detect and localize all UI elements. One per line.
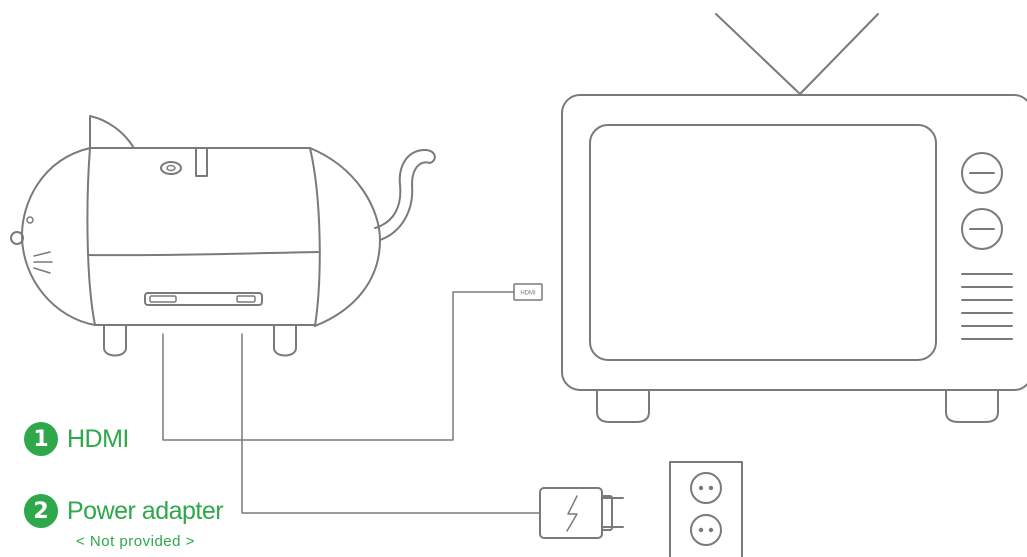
power-adapter-icon	[539, 487, 624, 539]
step-label: Power adapter	[67, 496, 224, 525]
cat-projector-icon	[10, 115, 436, 357]
wall-socket-icon	[669, 461, 743, 557]
step-number-badge: 2	[24, 494, 58, 528]
hdmi-cable	[162, 291, 515, 441]
svg-text:HDMI: HDMI	[520, 291, 536, 297]
not-provided-note: < Not provided >	[76, 533, 195, 550]
power-cable	[241, 333, 541, 514]
step-hdmi: 1 HDMI	[24, 422, 129, 456]
step-power-adapter: 2 Power adapter	[24, 494, 224, 528]
step-number-badge: 1	[24, 422, 58, 456]
step-label: HDMI	[67, 424, 129, 453]
retro-tv-icon	[561, 13, 1027, 423]
hdmi-plug-icon: HDMI	[513, 283, 543, 301]
